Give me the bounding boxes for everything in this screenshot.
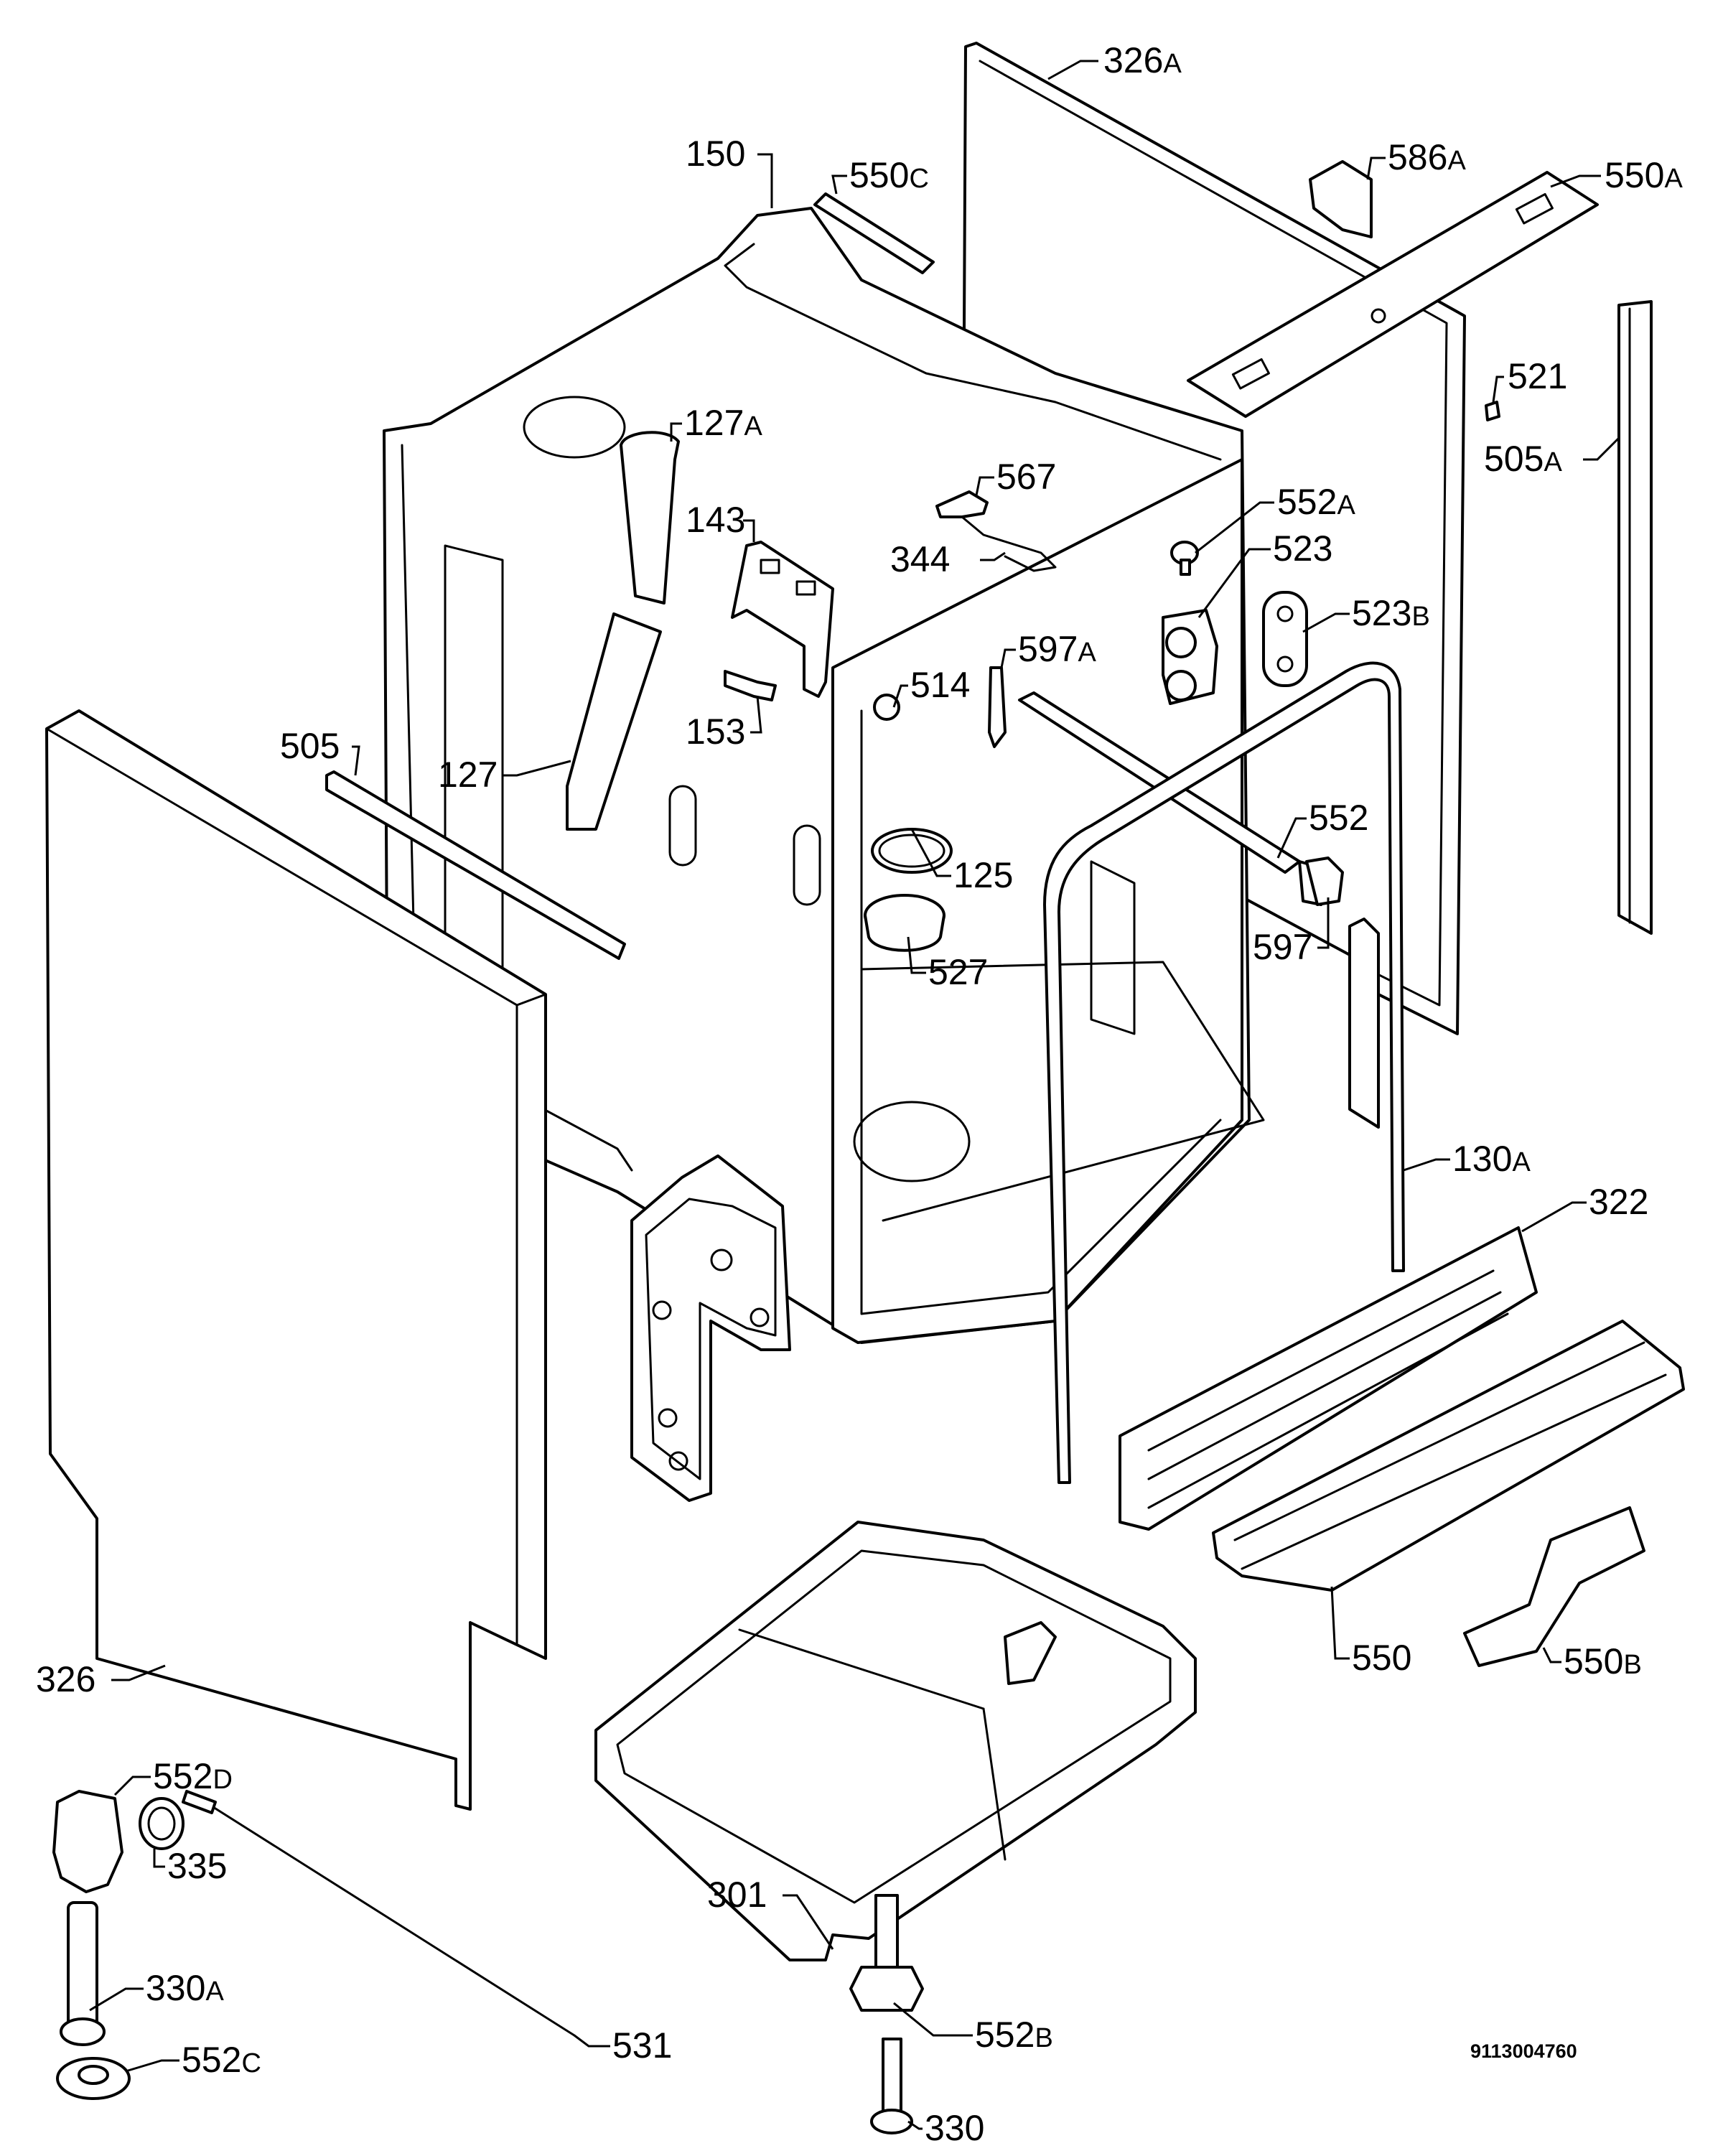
part-505a-strip [1617, 300, 1653, 935]
part-552d-bracket [52, 1790, 123, 1893]
callout-label: 326A [1103, 40, 1182, 80]
callout-label: 550 [1352, 1638, 1411, 1678]
leader-lines [89, 60, 1620, 2130]
part-552b-foot [849, 1894, 924, 2012]
callout-labels: 326A 150 550C 586A 550A 521 505A 127A 56… [36, 40, 1683, 2148]
callout-label: 597A [1018, 629, 1096, 669]
part-523-connector [1162, 609, 1218, 705]
parts-drawing [45, 42, 1685, 2134]
part-550c-tube [813, 192, 935, 274]
callout-label: 301 [707, 1875, 767, 1915]
callout-label: 330 [925, 2108, 984, 2148]
callout-label: 150 [686, 134, 745, 174]
part-326-side-panel [45, 709, 547, 1811]
part-322-rail [1119, 1226, 1538, 1531]
part-127a [620, 431, 680, 605]
callout-label: 550A [1605, 155, 1683, 195]
callout-label: 514 [910, 665, 970, 705]
part-125-ring [871, 828, 953, 874]
callout-label: 505A [1484, 439, 1562, 479]
part-301-base-tray [594, 1521, 1197, 1961]
callout-label: 550C [849, 155, 929, 195]
callout-label: 335 [167, 1846, 227, 1886]
callout-label: 322 [1589, 1182, 1648, 1222]
callout-label: 330A [146, 1968, 224, 2008]
callout-label: 125 [953, 855, 1013, 895]
callout-label: 552B [975, 2015, 1053, 2055]
part-527-ring [864, 894, 945, 952]
callout-label: 505 [280, 726, 340, 766]
part-505-strip [325, 770, 626, 960]
part-531-rod [182, 1790, 576, 2037]
callout-label: 586A [1388, 137, 1466, 177]
callout-label: 344 [890, 539, 950, 579]
callout-label: 567 [996, 457, 1056, 497]
part-523b-gasket [1262, 591, 1308, 687]
callout-label: 130A [1452, 1139, 1531, 1179]
callout-label: 153 [686, 711, 745, 752]
callout-label: 552D [153, 1756, 233, 1796]
part-597a [988, 666, 1007, 748]
part-143-bracket [731, 541, 834, 698]
part-335-gear [139, 1797, 185, 1850]
callout-label: 127A [684, 403, 762, 443]
callout-label: 127 [438, 755, 498, 795]
part-right-side-bracket [1348, 918, 1380, 1129]
callout-label: 552C [182, 2040, 261, 2080]
part-150-tub [383, 207, 1265, 1344]
callout-label: 326 [36, 1659, 95, 1699]
callout-label: 531 [612, 2025, 672, 2066]
part-330a-screw [60, 1901, 106, 2046]
part-521-clip [1485, 401, 1500, 421]
part-552c-washer [56, 2057, 131, 2100]
part-586a [1309, 160, 1373, 238]
callout-label: 552A [1277, 482, 1355, 522]
callout-label: 527 [928, 952, 988, 992]
callout-label: 523 [1273, 528, 1332, 569]
document-number: 9113004760 [1470, 2040, 1577, 2062]
part-153-screw [724, 670, 777, 701]
callout-label: 550B [1564, 1641, 1642, 1681]
part-514-plug [873, 694, 900, 721]
part-552a-plug [1170, 541, 1199, 576]
callout-label: 143 [686, 500, 745, 540]
part-hinge-plate [630, 1154, 791, 1502]
callout-label: 597 [1253, 927, 1312, 967]
part-130a-frame [1043, 661, 1405, 1484]
part-127 [566, 612, 662, 831]
part-550-rail [1212, 1320, 1685, 1592]
part-550b-bracket [1463, 1506, 1645, 1667]
callout-label: 523B [1352, 593, 1430, 633]
part-330-screw [870, 2038, 913, 2134]
part-550a-bracket [1187, 171, 1599, 418]
part-567-clip [935, 490, 1057, 572]
callout-label: 552 [1309, 798, 1368, 838]
callout-label: 521 [1508, 356, 1567, 396]
part-597 [1305, 857, 1344, 906]
